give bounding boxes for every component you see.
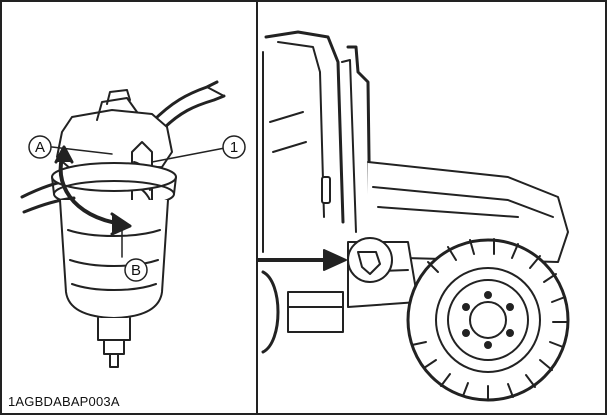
tractor-side-drawing: [258, 2, 607, 413]
callout-a-label: A: [35, 139, 45, 156]
cab-frame: [266, 32, 343, 222]
filter-closeup-panel: A B 1 1AGBDABAP003A: [2, 2, 258, 413]
filter-location-circle: [348, 238, 392, 282]
door-handle: [322, 177, 330, 203]
callout-1-label: 1: [230, 139, 238, 156]
callout-b-label: B: [131, 262, 141, 279]
drain-plug: [98, 318, 130, 340]
tractor-location-panel: [258, 2, 607, 413]
figure-code: 1AGBDABAP003A: [8, 394, 120, 409]
retaining-ring: [52, 163, 176, 191]
filter-closeup-drawing: A B 1: [2, 2, 256, 413]
cab-step: [288, 292, 343, 332]
